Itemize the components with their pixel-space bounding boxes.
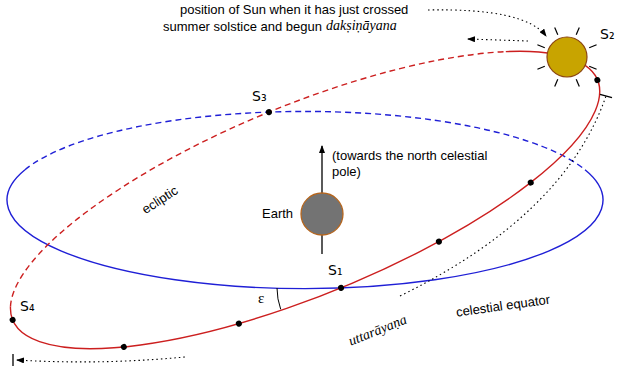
sun-disc [547, 37, 587, 77]
point-dot [435, 238, 443, 246]
point-dot [527, 179, 535, 187]
curve-label: ecliptic [139, 183, 181, 218]
point-label: S₄ [20, 298, 35, 315]
ecliptic-back [0, 20, 524, 306]
motion-arrow [17, 357, 185, 362]
point-label: S₂ [600, 26, 615, 43]
angle-arc [277, 288, 281, 309]
sun-ray [555, 27, 558, 34]
equator-front [7, 170, 603, 289]
leader-line [428, 10, 546, 36]
sun-ray [555, 79, 558, 86]
angle-label: ε [258, 289, 264, 307]
sun-ray [589, 66, 596, 69]
point-dot [265, 108, 273, 116]
sun-ray [576, 79, 579, 86]
point-dot [120, 343, 128, 351]
motion-arrow [468, 39, 528, 41]
point-dot [337, 284, 345, 292]
equator-back [25, 111, 585, 169]
point-label: S₃ [252, 88, 267, 105]
point-dot [593, 76, 601, 84]
term-label: dakṣiṇāyana [326, 18, 397, 35]
curve-label: celestial equator [455, 292, 551, 321]
direction-label: (towards the north celestial pole) [332, 148, 502, 179]
point-label: S₁ [328, 262, 343, 279]
end-tick [12, 354, 13, 366]
point-dot [235, 320, 243, 328]
sun-ray [537, 45, 544, 48]
sun-rays [537, 27, 596, 86]
point-dot [9, 316, 17, 324]
sun-ray [537, 66, 544, 69]
body-label: Earth [262, 206, 293, 222]
sun-ray [576, 27, 579, 34]
note-text: summer solstice and begun [163, 19, 322, 35]
sun-ray [589, 45, 596, 48]
term-label: uttarāyaṇa [346, 312, 409, 351]
motion-path [400, 96, 606, 296]
ecliptic-front [0, 24, 623, 369]
earth-globe [301, 193, 343, 235]
note-text: position of Sun when it has just crossed [180, 2, 408, 18]
end-tick [600, 94, 612, 97]
